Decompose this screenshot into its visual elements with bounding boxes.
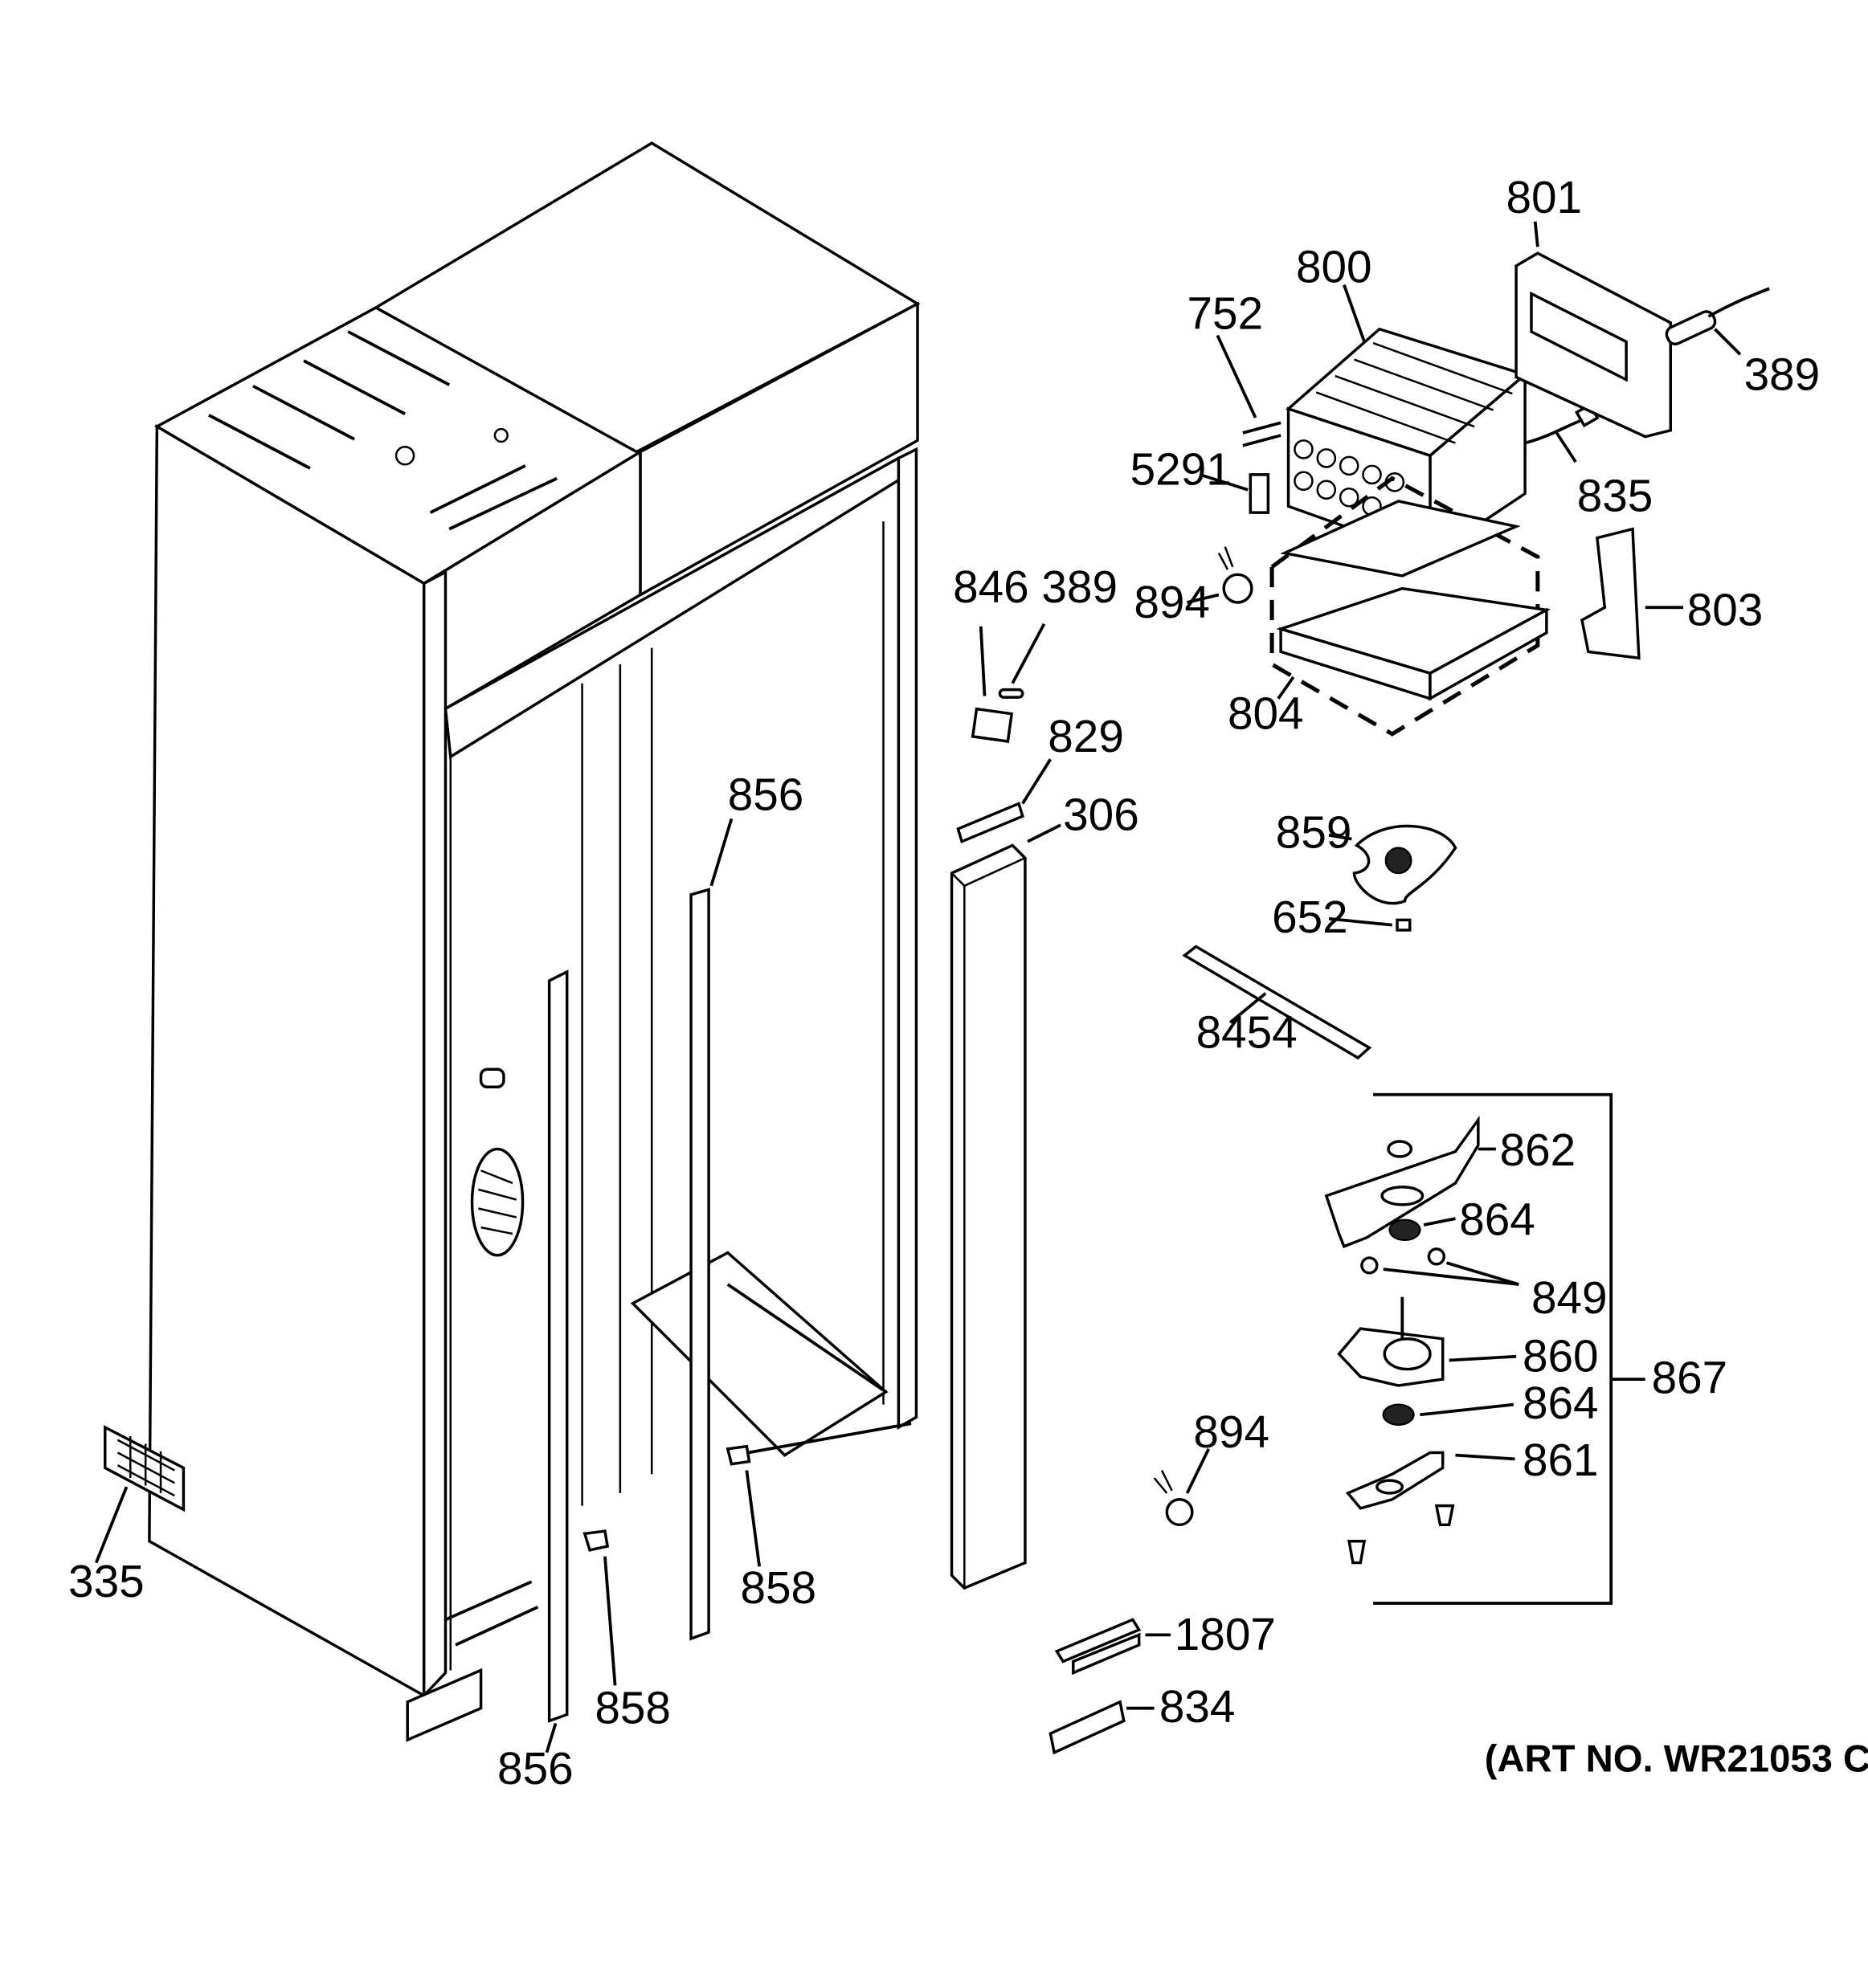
label-864-bottom: 864 [1523, 1378, 1599, 1429]
part-859-fan-blade [1328, 824, 1457, 905]
part-858-screws [582, 1444, 761, 1686]
label-856-top: 856 [728, 769, 804, 820]
part-335-grille [94, 1425, 186, 1564]
part-867-bracket-group [1324, 1092, 1645, 1605]
label-894-top: 894 [1134, 578, 1210, 628]
label-834: 834 [1159, 1682, 1236, 1733]
label-864-top: 864 [1459, 1195, 1535, 1246]
label-858-left: 858 [595, 1684, 671, 1734]
part-894-upper [1187, 546, 1253, 604]
label-835: 835 [1577, 471, 1653, 522]
part-846-389 [971, 623, 1046, 743]
part-306-panel [950, 823, 1061, 1590]
label-862: 862 [1500, 1125, 1576, 1176]
label-389-mid: 389 [1041, 562, 1118, 613]
label-801: 801 [1506, 173, 1582, 223]
label-856-bottom: 856 [497, 1744, 574, 1794]
cabinet [148, 141, 921, 1742]
callout-labels: 801 800 752 389 5291 835 894 803 804 846… [68, 173, 1868, 1794]
label-652: 652 [1272, 892, 1348, 943]
label-1807: 1807 [1175, 1610, 1276, 1660]
label-752: 752 [1187, 289, 1264, 340]
part-801-cover [1514, 221, 1673, 439]
label-860: 860 [1523, 1332, 1599, 1382]
part-804-pan [1269, 476, 1551, 737]
part-389-wire [1665, 287, 1770, 356]
part-856-strip-left [545, 970, 569, 1753]
label-859: 859 [1276, 808, 1352, 859]
label-829: 829 [1048, 712, 1124, 762]
label-858-right: 858 [740, 1563, 816, 1614]
part-752 [1216, 334, 1281, 447]
label-861: 861 [1523, 1435, 1599, 1486]
label-800: 800 [1296, 242, 1372, 292]
label-306: 306 [1063, 790, 1139, 841]
part-856-strip-right [689, 818, 734, 1641]
label-8454: 8454 [1196, 1007, 1298, 1058]
part-1807 [1054, 1618, 1171, 1676]
label-5291: 5291 [1130, 444, 1232, 495]
part-834 [1048, 1700, 1155, 1755]
part-8454-tube [1182, 945, 1372, 1060]
label-894-bottom: 894 [1193, 1407, 1269, 1458]
part-829-trim [956, 758, 1053, 844]
label-803: 803 [1687, 585, 1764, 635]
label-849: 849 [1531, 1273, 1608, 1324]
label-867: 867 [1652, 1353, 1728, 1403]
label-804: 804 [1228, 688, 1304, 739]
label-335: 335 [68, 1557, 145, 1607]
part-894-lower [1153, 1447, 1211, 1527]
part-652-nut [1328, 916, 1412, 932]
part-5291 [1199, 473, 1270, 514]
label-846: 846 [953, 562, 1029, 613]
part-803 [1580, 527, 1684, 660]
art-number: (ART NO. WR21053 C7) [1485, 1737, 1868, 1780]
label-389-top: 389 [1744, 349, 1821, 400]
